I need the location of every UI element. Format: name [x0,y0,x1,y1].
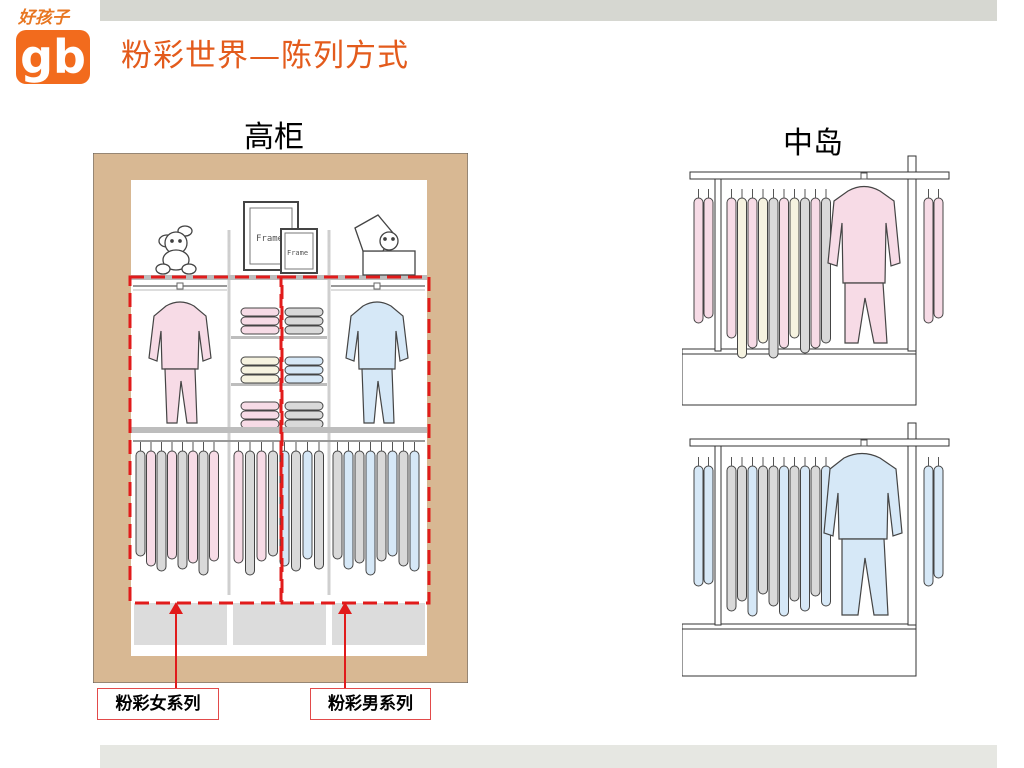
hanging-pants-icon [800,197,810,354]
hanging-pants-icon [302,450,313,560]
hanging-pants-icon [810,197,821,349]
hanging-pants-icon [726,465,737,612]
hanging-pants-icon [810,465,821,597]
logo-mark-icon: gb [16,30,90,84]
hanging-pants-icon [768,465,779,607]
hanging-pants-icon [923,197,934,324]
hanging-pants-icon [354,450,365,564]
hanging-pants-icon [758,465,768,595]
island-title: 中岛 [783,126,843,161]
hanging-pants-icon [703,465,714,585]
page-title: 粉彩世界—陈列方式 [121,38,409,74]
hanging-pants-icon [135,442,420,576]
female-series-highlight [128,275,283,605]
hanging-pants-icon [789,197,800,339]
hanging-pants-icon [779,465,789,617]
hanging-pants-icon [933,465,944,579]
hanging-pants-icon [146,450,156,567]
teddy-bear-icon [155,225,197,275]
drawer [134,603,227,645]
male-series-highlight [280,275,431,605]
hanging-pants-icon [376,450,387,562]
hanging-pants-icon [737,465,747,602]
drawer [233,603,326,645]
hanging-pants-icon [198,450,209,576]
outfit-icon [148,301,212,424]
hanging-pants-icon [821,197,831,344]
hanging-pants-icon [737,197,747,359]
hanging-pants-icon [703,197,714,319]
hanging-pants-icon [268,450,278,557]
hanging-pants-icon [387,450,398,557]
hanging-pants-icon [747,465,758,617]
island-unit-pink [682,155,950,406]
hanging-pants-icon [747,197,758,349]
hanging-pants-icon [758,197,768,344]
outfit-icon [823,452,903,616]
hanging-pants-icon [398,450,409,567]
frame-big-label: Frame [256,234,283,244]
hanging-pants-icon [365,450,376,576]
hanging-pants-icon [933,197,944,319]
top-banner [100,0,997,21]
tall-cabinet-title: 高柜 [244,120,304,155]
hanging-pants-icon [245,450,255,576]
hanging-pants-icon [167,450,177,560]
photo-frame-icon: Frame Frame [243,201,318,274]
hanging-pants-icon [291,450,301,572]
hanging-pants-icon [923,465,934,587]
logo-chinese-text: 好孩子 [18,8,69,28]
hanging-pants-icon [409,450,420,572]
middle-shelf [131,427,427,433]
hanging-pants-icon [314,450,324,570]
toy-box-icon [354,214,416,276]
outfit-icon [345,301,409,424]
female-series-label: 粉彩女系列 [97,688,219,720]
hanging-pants-icon [343,450,354,570]
frame-small-label: Frame [287,249,308,257]
hanging-pants-icon [188,450,198,564]
folded-clothes-icon [240,307,324,429]
tall-cabinet-diagram: Frame Frame [93,153,468,683]
hanging-pants-icon [779,197,789,349]
hanging-pants-icon [156,450,167,572]
hanging-pants-icon [177,450,188,570]
hanging-pants-icon [233,450,244,564]
logo-mark-text: gb [20,30,86,84]
hanging-pants-icon [209,450,219,562]
island-unit-blue [682,422,950,677]
island-diagram [682,155,950,677]
hanging-pants-icon [768,197,779,359]
outfit-icon [827,185,901,344]
hanging-pants-icon [800,465,810,612]
bottom-banner [100,745,997,768]
hanging-pants-icon [256,450,267,562]
hanging-pants-icon [693,197,704,324]
brand-logo: 好孩子 gb [14,3,98,84]
hanging-pants-icon [726,197,737,339]
male-series-label: 粉彩男系列 [310,688,431,720]
hanging-pants-icon [789,465,800,602]
drawer [332,603,425,645]
hanging-pants-icon [135,450,146,557]
hanging-pants-icon [332,450,343,560]
hanging-pants-icon [693,465,704,587]
